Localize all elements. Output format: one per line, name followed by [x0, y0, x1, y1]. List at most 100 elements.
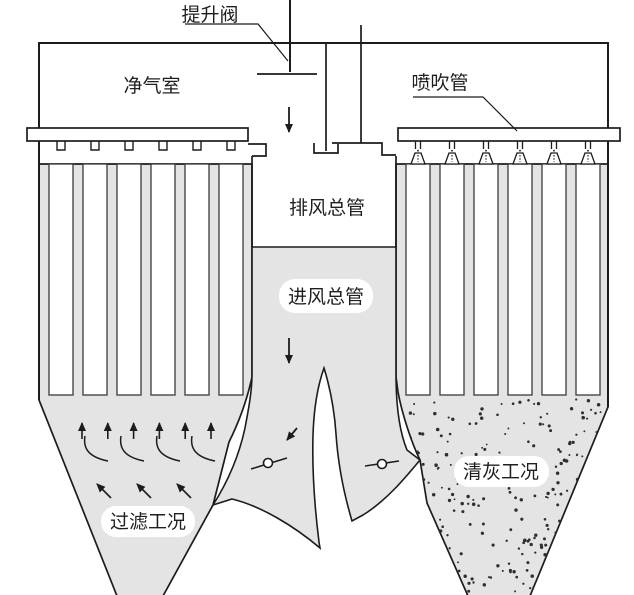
dust-dot	[485, 443, 488, 446]
blowing-pipe-leader	[413, 96, 518, 132]
dust-dot	[411, 573, 415, 576]
dust-dot	[507, 562, 511, 565]
bag-hook-icon	[90, 141, 100, 151]
dust-dot	[565, 489, 569, 492]
dust-dot	[504, 432, 507, 436]
bag-hooks	[56, 141, 236, 151]
dust-dot	[453, 498, 456, 501]
dust-dot	[586, 399, 591, 403]
label-lift-valve: 提升阀	[181, 4, 238, 26]
dust-dot	[447, 498, 452, 503]
dust-dot	[509, 528, 513, 532]
dust-dot	[554, 493, 557, 496]
nozzle-dot	[587, 149, 589, 152]
nozzle-dot	[519, 149, 521, 152]
dust-dot	[447, 487, 451, 491]
dust-dot	[567, 515, 570, 519]
dust-dot	[591, 577, 594, 580]
dust-dot	[577, 508, 580, 511]
dust-dot	[534, 533, 538, 537]
dust-dot	[457, 561, 459, 564]
dust-dot	[536, 402, 541, 406]
dust-dot	[472, 581, 475, 584]
dust-dot	[590, 408, 593, 411]
dust-dot	[579, 520, 582, 523]
dust-dot	[498, 451, 501, 454]
dust-dot	[546, 527, 550, 531]
dust-dot	[600, 529, 603, 533]
dust-dot	[507, 487, 511, 490]
dust-dot	[562, 458, 567, 462]
dust-dot	[580, 411, 585, 415]
dust-dot	[427, 579, 430, 582]
dust-dot	[472, 498, 475, 501]
dust-dot	[467, 589, 471, 593]
dust-dot	[434, 463, 438, 467]
dust-dot	[556, 547, 560, 551]
dust-dot	[601, 498, 605, 503]
dust-dot	[549, 574, 554, 578]
dust-dot	[428, 557, 432, 561]
dust-dot	[514, 590, 517, 593]
curved-flow-line	[155, 435, 181, 462]
dust-dot	[451, 492, 455, 497]
dust-dot	[491, 543, 495, 547]
dust-dot	[470, 577, 474, 581]
dust-dot	[447, 416, 450, 419]
dust-dot	[589, 585, 592, 589]
nozzle-dot	[451, 149, 453, 152]
dust-dot	[419, 474, 422, 477]
dust-dot	[467, 502, 470, 505]
dust-dot	[483, 447, 487, 451]
bag-hook-icon	[56, 141, 66, 151]
dust-dot	[596, 402, 601, 407]
dust-dot	[528, 538, 531, 541]
nozzle-stem	[516, 141, 524, 149]
dust-dot	[418, 432, 422, 436]
filter-bag	[82, 163, 108, 396]
dust-dot	[594, 515, 597, 519]
dust-dot	[438, 548, 441, 552]
filter-bag	[184, 163, 210, 396]
filter-bags-left	[48, 163, 244, 396]
dust-dot	[451, 417, 455, 422]
dust-dot	[461, 510, 465, 514]
dust-dot	[533, 494, 537, 498]
dust-dot	[440, 486, 443, 489]
dust-dot	[515, 575, 519, 579]
dust-dot	[405, 489, 409, 493]
dust-dot	[480, 531, 485, 535]
dust-dot	[557, 448, 561, 451]
dust-dot	[522, 582, 525, 585]
dust-dot	[474, 422, 478, 425]
dust-dot	[576, 453, 579, 456]
dust-dot	[571, 440, 575, 445]
label-cleaning-condition: 清灰工况	[463, 461, 539, 483]
dust-dot	[603, 423, 608, 427]
dust-dot	[424, 577, 428, 581]
dust-dot	[421, 553, 425, 557]
dust-dot	[508, 490, 512, 494]
dust-dot	[412, 413, 415, 416]
dust-dot	[576, 560, 579, 564]
nozzle-stem	[482, 141, 490, 149]
dust-dot	[523, 422, 525, 425]
dust-dot	[555, 471, 560, 475]
labels: 提升阀 净气室 喷吹管 排风总管 进风总管 过滤工况 清灰工况	[110, 4, 539, 533]
dust-dot	[581, 455, 584, 458]
dust-dot	[412, 496, 415, 500]
dust-dot	[527, 399, 530, 402]
dust-dot	[539, 416, 543, 419]
dust-dot	[597, 585, 600, 588]
dust-dot	[580, 507, 583, 511]
dust-dot	[501, 569, 504, 572]
dust-dot	[600, 447, 604, 450]
dust-dot	[432, 493, 436, 497]
dust-dot	[424, 533, 427, 536]
filter-bag	[405, 163, 431, 396]
dust-dot	[571, 526, 574, 530]
dust-dot	[481, 522, 485, 526]
dust-dot	[533, 536, 536, 540]
dust-dot	[507, 427, 510, 430]
